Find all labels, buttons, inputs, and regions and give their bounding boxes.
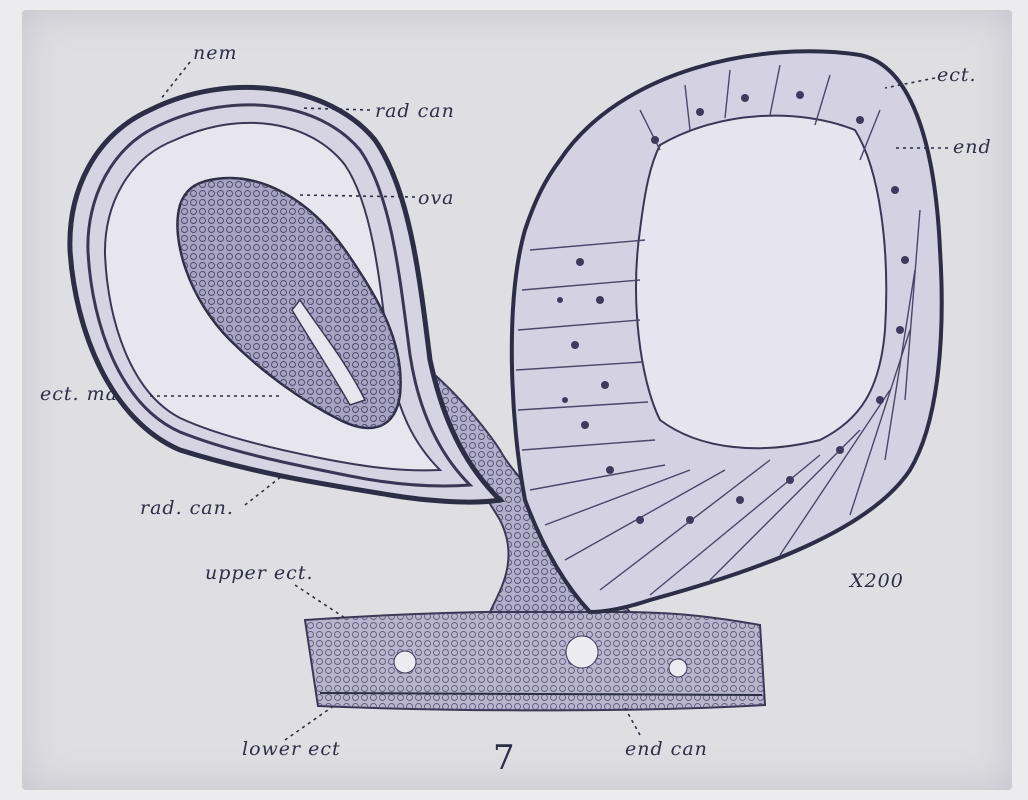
label-rad-can-bottom: rad. can. <box>140 497 234 519</box>
leader-lower-ect <box>285 705 335 740</box>
medusoid-bud <box>70 87 500 502</box>
label-ova: ova <box>418 187 455 209</box>
label-end: end <box>953 136 992 158</box>
label-ect-ma: ect. ma <box>40 383 118 405</box>
label-end-can: end can <box>625 738 708 760</box>
label-ect-top: ect. <box>937 64 977 86</box>
figure-number: 7 <box>493 738 515 778</box>
label-nem: nem <box>193 42 238 64</box>
label-lower-ect: lower ect <box>242 738 341 760</box>
leader-rad-can-bottom <box>245 476 282 505</box>
leader-end-can <box>625 708 640 735</box>
leader-upper-ect <box>295 585 345 618</box>
large-cup <box>512 51 942 612</box>
magnification-label: X200 <box>850 570 904 592</box>
label-rad-can-top: rad can <box>375 100 455 122</box>
base-tissue-band <box>305 611 765 710</box>
label-upper-ect: upper ect. <box>205 562 314 584</box>
